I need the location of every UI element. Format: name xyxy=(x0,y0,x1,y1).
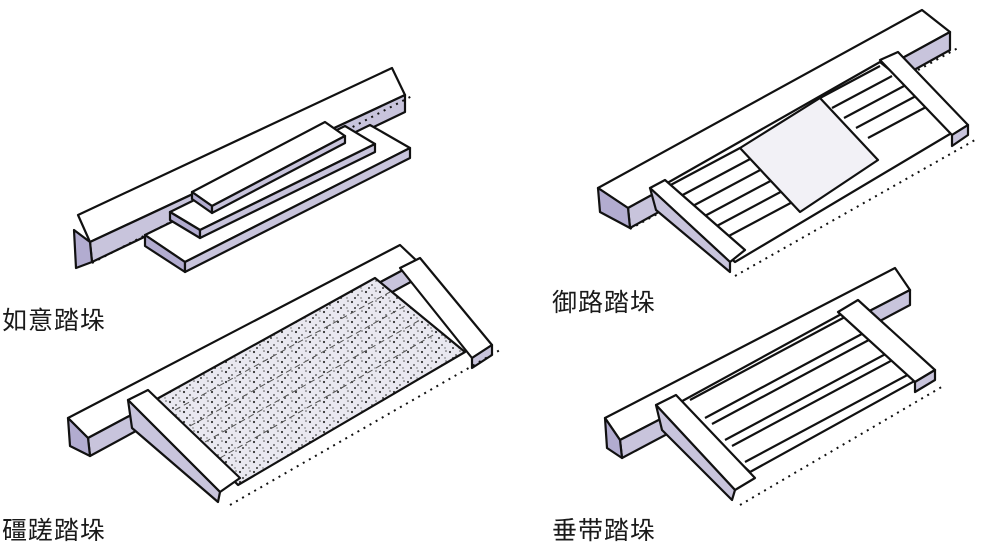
ruyi-taduo-drawing xyxy=(72,66,413,274)
label-ruyi-taduo: 如意踏垛 xyxy=(2,306,107,335)
label-yulu-taduo: 御路踏垛 xyxy=(552,288,657,317)
label-chuidai-taduo: 垂带踏垛 xyxy=(552,516,657,545)
chuidai-taduo-drawing xyxy=(603,266,946,506)
yulu-taduo-drawing xyxy=(596,8,976,277)
cacuo-taduo-drawing xyxy=(66,243,501,506)
label-cacuo-taduo: 礓蹉踏垛 xyxy=(2,516,107,545)
